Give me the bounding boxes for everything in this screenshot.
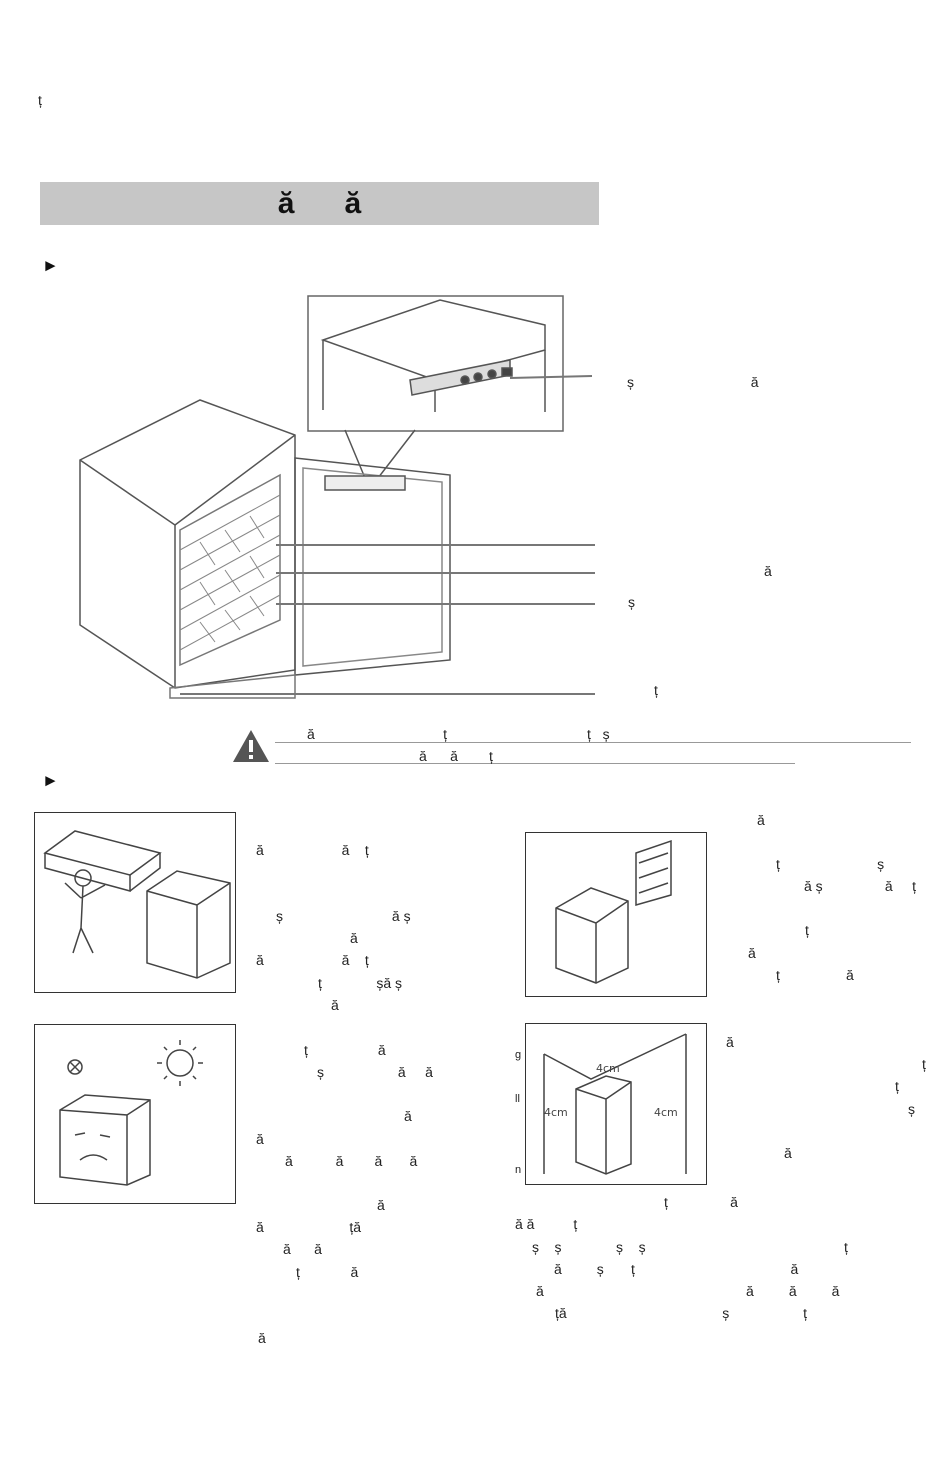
warning-line-2: ă ă ț (419, 748, 493, 764)
text-line: ă ș ț ă (554, 1261, 799, 1277)
callout-feet: ț (654, 682, 658, 698)
prohibited-icon (67, 1059, 83, 1075)
text-line: ă (350, 930, 358, 946)
text-line: ș (908, 1101, 915, 1117)
text-line: ă (757, 812, 765, 828)
bullet-arrow-icon: ► (42, 256, 59, 275)
callout-control-panel: ș ă (627, 374, 759, 390)
figure-placement (525, 832, 707, 997)
callout-shelf: ă (764, 563, 772, 579)
sun-icon (157, 1040, 203, 1086)
text-line: ă ă ț (256, 842, 369, 858)
text-line: ă ă ț (515, 1216, 578, 1232)
bullet-arrow-icon-2: ► (42, 771, 59, 790)
figure-clearance: 4cm 4cm 4cm (525, 1023, 707, 1185)
warning-icon (231, 728, 271, 764)
figure-sunlight (34, 1024, 236, 1204)
wine-cooler-illustration (79, 295, 595, 699)
text-line: ă ă ă ă (536, 1283, 840, 1299)
page-corner-text: ț (38, 92, 42, 108)
text-line: ș ă ă (317, 1064, 433, 1080)
text-line: ț ă (304, 1042, 386, 1058)
text-line: ș ș ș ș ț (532, 1239, 848, 1255)
text-line: ț (895, 1078, 899, 1094)
text-line: ț (805, 922, 809, 938)
warning-line-1: ă ț ț ș (307, 726, 610, 742)
dimension-label-top: 4cm (596, 1062, 620, 1075)
text-line: ă (784, 1145, 792, 1161)
margin-mark: n (515, 1164, 522, 1176)
text-line: ț ă (296, 1264, 359, 1280)
dimension-label-right: 4cm (654, 1106, 678, 1119)
text-line: ă ă ț (256, 952, 369, 968)
product-diagram (40, 280, 595, 720)
warning-rule-1 (275, 742, 911, 743)
figure-carrying (34, 812, 236, 993)
text-line: ă (256, 1131, 264, 1147)
text-line: ă (331, 997, 339, 1013)
text-line: ă (258, 1330, 266, 1346)
text-line: ț (922, 1056, 926, 1072)
text-line: ță ș ț (555, 1305, 808, 1321)
margin-mark: g (515, 1049, 522, 1061)
text-line: ă ă (283, 1241, 322, 1257)
section-header-title: ă ă (277, 187, 362, 220)
warning-rule-2 (275, 763, 795, 764)
text-line: ă ă ă ă (285, 1153, 418, 1169)
text-line: ț ă (776, 967, 854, 983)
text-line: ă ș ă ț (804, 878, 917, 894)
text-line: ț ă (664, 1194, 738, 1210)
margin-mark: ll (515, 1093, 520, 1105)
text-line: ț șă ș (318, 975, 403, 991)
section-header: ă ă (40, 182, 599, 225)
text-line: ă (726, 1034, 734, 1050)
callout-door: ș (628, 594, 635, 610)
text-line: ă (377, 1197, 385, 1213)
text-line: ș ă ș (276, 908, 411, 924)
text-line: ă (404, 1108, 412, 1124)
dimension-label-left: 4cm (544, 1106, 568, 1119)
text-line: ă (748, 945, 756, 961)
text-line: ț ș (776, 856, 885, 872)
text-line: ă ță (256, 1219, 362, 1235)
